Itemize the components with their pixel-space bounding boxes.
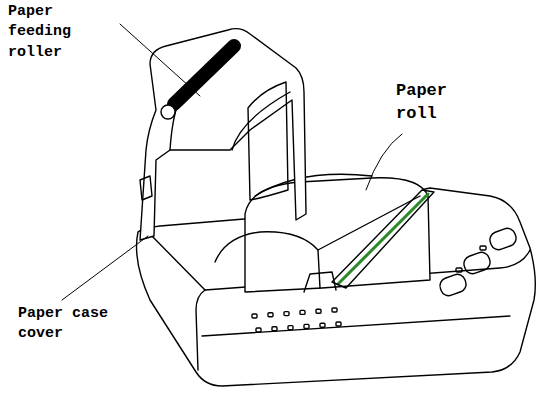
leader-line	[62, 236, 148, 300]
leader-line	[120, 24, 200, 96]
lid-inner	[170, 92, 290, 150]
front-left-edge	[196, 290, 205, 370]
lid-frame	[140, 29, 306, 240]
leader-line	[366, 134, 402, 190]
latch	[304, 272, 336, 292]
indicator	[456, 268, 462, 272]
paper-roll-bulge	[215, 232, 320, 288]
vent-hole	[304, 324, 309, 328]
vent-hole	[272, 327, 277, 331]
vent-hole	[288, 326, 293, 330]
vent-hole	[320, 323, 325, 327]
front-groove	[202, 316, 510, 336]
part-label: Paper case cover	[18, 304, 128, 345]
button	[438, 272, 469, 298]
hinge	[140, 176, 152, 200]
vent-hole	[300, 310, 305, 314]
lid-window	[248, 82, 288, 200]
vent-hole	[316, 309, 321, 313]
vent-hole	[332, 308, 337, 312]
tear-bar-frame	[332, 190, 434, 288]
roller-gear	[161, 105, 175, 119]
paper-roll-top	[255, 174, 372, 196]
indicator	[480, 246, 486, 250]
vent-holes	[252, 308, 341, 332]
part-label: Paper feeding roller	[8, 2, 88, 63]
button	[488, 226, 519, 252]
base-inner-edge	[150, 234, 205, 290]
feeding-roller	[174, 46, 234, 104]
vent-hole	[268, 313, 273, 317]
vent-hole	[256, 328, 261, 332]
vent-hole	[252, 314, 257, 318]
vent-hole	[336, 322, 341, 326]
tear-bar	[338, 194, 428, 284]
part-label: Paper roll	[396, 80, 462, 126]
vent-hole	[284, 312, 289, 316]
button	[462, 250, 493, 276]
